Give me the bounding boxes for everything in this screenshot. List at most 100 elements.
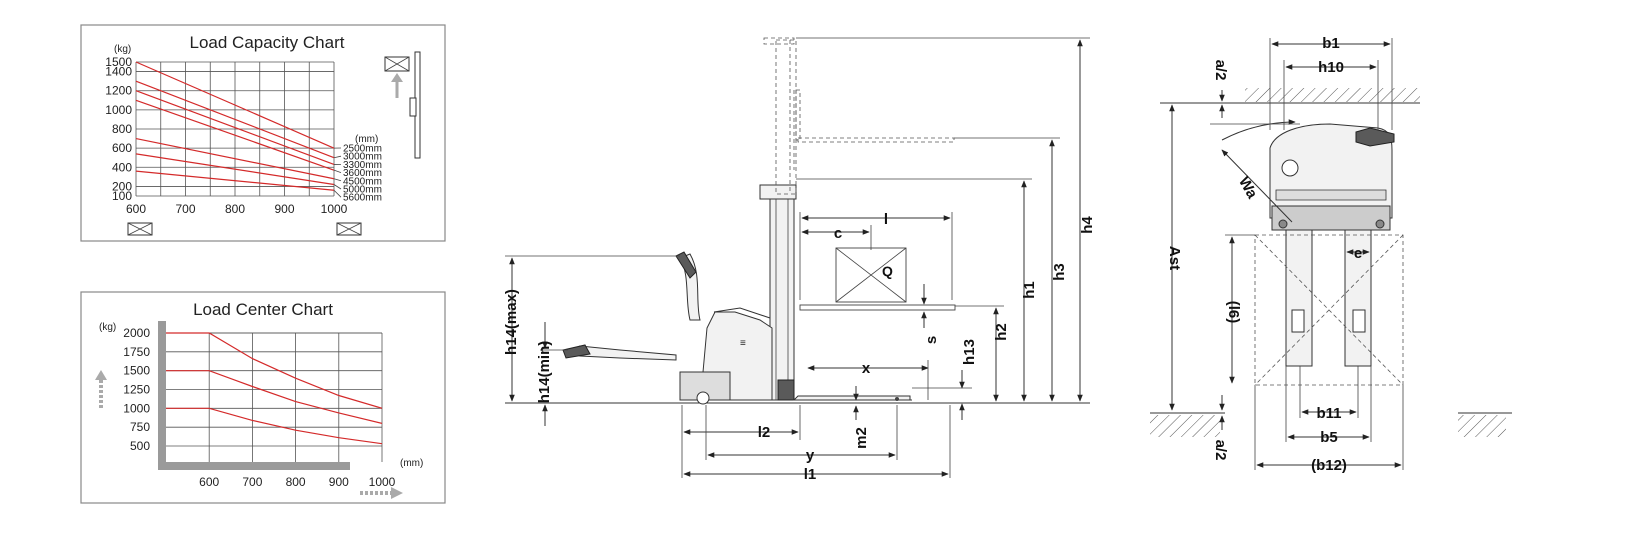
y-tick-label: 1500 [123, 364, 150, 378]
series-line [166, 407, 383, 445]
right-arrow-icon [360, 487, 403, 499]
logo-mark: ≡ [740, 338, 746, 349]
x-tick-label: 900 [329, 475, 349, 489]
dim-h14-min: h14(min) [536, 341, 553, 404]
dim-l1: l1 [804, 466, 817, 483]
series-line [135, 170, 335, 191]
y-tick-label: 1500 [105, 55, 132, 69]
dim-l6: (l6) [1225, 301, 1242, 324]
x-tick-label: 800 [286, 475, 306, 489]
y-tick-label: 100 [112, 189, 132, 203]
y-tick-label: 600 [112, 141, 132, 155]
tiller [562, 251, 701, 361]
legend-leader [333, 155, 342, 159]
x-tick-label: 600 [126, 202, 146, 216]
pallet-outline [1254, 234, 1404, 386]
y-tick-label: 200 [112, 179, 132, 193]
floor-hatch [1150, 415, 1220, 437]
dim-a2-bottom: a/2 [1212, 440, 1229, 461]
legend-label: 4500mm [343, 176, 382, 187]
y-unit-label: (kg) [99, 322, 116, 333]
y-tick-label: 800 [112, 122, 132, 136]
y-tick-label: 1750 [123, 345, 150, 359]
y-tick-label: 1200 [105, 84, 132, 98]
dim-b12: (b12) [1311, 457, 1347, 474]
dim-m2: m2 [853, 427, 870, 449]
dim-s: s [923, 336, 940, 344]
x-tick-label: 600 [199, 475, 219, 489]
chart-series [166, 332, 383, 445]
top-view-drawing: b1 h10 a/2 Wa Ast (l6) e a/2 b11 [1150, 35, 1512, 474]
load-center-chart: Load Center Chart (kg) (mm) 600 700 800 900… [80, 291, 446, 504]
x-tick-label: 1000 [321, 202, 348, 216]
floor-hatch [1458, 415, 1506, 437]
dim-ast: Ast [1166, 246, 1183, 270]
x-tick-label: 1000 [369, 475, 396, 489]
y-tick-label: 1000 [105, 103, 132, 117]
dim-c: c [834, 225, 842, 242]
truck-top [1269, 123, 1395, 231]
series-line [135, 61, 335, 149]
legend-leader [333, 169, 342, 173]
dim-b11: b11 [1316, 405, 1341, 422]
load-label: Q [882, 263, 893, 279]
pallet-icon [127, 222, 153, 236]
forks-raised [797, 137, 956, 311]
legend-leader [333, 189, 342, 198]
y-tick-label: 1000 [123, 401, 150, 415]
dim-h13: h13 [961, 339, 978, 365]
y-tick-label: 1400 [105, 65, 132, 79]
side-view-drawing: Q ≡ h4 h3 h1 h2 [503, 37, 1096, 483]
dim-l2: l2 [758, 424, 771, 441]
x-tick-label: 700 [242, 475, 262, 489]
series-line [135, 99, 335, 171]
mast [759, 37, 801, 401]
mast-lift-icon [384, 51, 421, 159]
dim-h3: h3 [1051, 263, 1068, 281]
legend-label: 3300mm [343, 160, 382, 171]
x-unit-label: (mm) [400, 458, 423, 469]
x-tick-label: 800 [225, 202, 245, 216]
dim-x: x [862, 360, 871, 377]
series-line [135, 137, 335, 180]
y-unit-label: (kg) [114, 44, 131, 55]
legend-leader [333, 178, 342, 182]
dim-h10: h10 [1318, 59, 1344, 76]
truck-body: ≡ [679, 307, 773, 405]
x-tick-label: 900 [274, 202, 294, 216]
up-arrow-icon [95, 370, 107, 410]
series-line [166, 332, 383, 409]
series-line [166, 370, 383, 424]
dim-l: l [884, 211, 888, 228]
legend-label: 3000mm [343, 152, 382, 163]
x-tick-label: 700 [175, 202, 195, 216]
dim-h14-max: h14(max) [503, 289, 520, 355]
y-tick-label: 500 [130, 439, 150, 453]
chart-frame [80, 291, 446, 504]
dim-h4: h4 [1079, 216, 1096, 234]
series-line [135, 153, 335, 186]
legend-label: 5600mm [343, 193, 382, 204]
y-tick-label: 1250 [123, 383, 150, 397]
chart-legend: 2500mm3000mm3300mm3600mm4500mm5000mm5600… [333, 144, 382, 204]
legend-leader [333, 184, 342, 190]
dim-b1: b1 [1322, 35, 1340, 52]
series-line [135, 90, 335, 165]
series-unit-label: (mm) [355, 134, 378, 145]
series-line [135, 80, 335, 159]
legend-label: 5000mm [343, 185, 382, 196]
dim-y: y [806, 447, 815, 464]
legend-label: 2500mm [343, 144, 382, 155]
pallet-icon [336, 222, 362, 236]
dim-wa: Wa [1235, 174, 1261, 202]
dim-b5: b5 [1320, 429, 1338, 446]
wall-hatch [1245, 88, 1420, 102]
dim-h2: h2 [993, 323, 1010, 341]
legend-label: 3600mm [343, 168, 382, 179]
y-tick-label: 750 [130, 420, 150, 434]
chart-title: Load Center Chart [193, 300, 333, 319]
